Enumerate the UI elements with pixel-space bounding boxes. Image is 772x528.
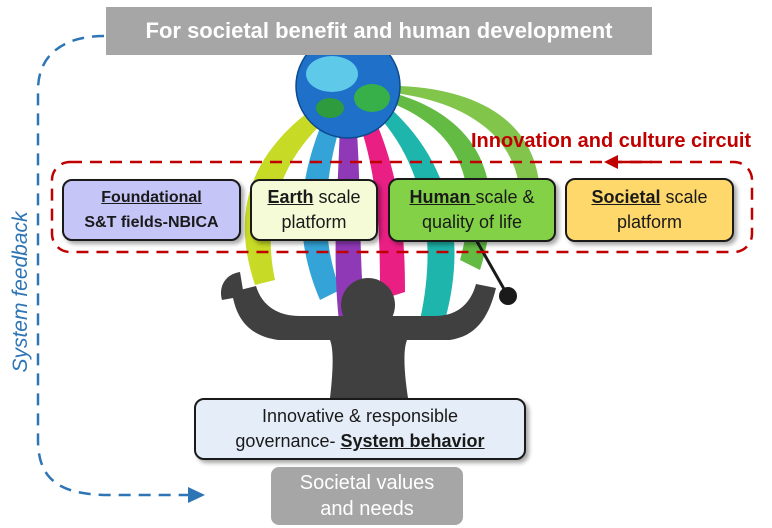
earth-title: Earth <box>267 187 314 207</box>
bottom-banner-line1: Societal values <box>299 472 435 494</box>
societal-box: Societal scale platform <box>565 178 734 242</box>
societal-subtitle: platform <box>616 212 683 232</box>
human-subtitle: quality of life <box>421 212 523 232</box>
human-box: Human scale & quality of life <box>388 178 556 242</box>
earth-box: Earth scale platform <box>250 179 378 241</box>
foundational-box: Foundational S&T fields-NBICA <box>62 179 241 241</box>
baton-icon <box>473 237 517 305</box>
feedback-label-text: System feedback <box>9 211 32 373</box>
globe-icon <box>295 33 401 139</box>
societal-title: Societal <box>591 187 661 207</box>
governance-line1: Innovative & responsible <box>261 406 459 426</box>
societal-title-rest: scale <box>660 187 708 207</box>
human-title-rest: scale & <box>475 187 535 207</box>
arrow-left-icon <box>604 155 618 169</box>
earth-title-rest: scale <box>313 187 361 207</box>
governance-prefix: governance- <box>235 431 341 451</box>
governance-box: Innovative & responsible governance- Sys… <box>194 398 526 460</box>
governance-title: System behavior <box>340 431 485 451</box>
bottom-banner-line2: and needs <box>320 498 414 520</box>
top-banner: For societal benefit and human developme… <box>106 7 652 55</box>
foundational-subtitle: S&T fields-NBICA <box>84 214 219 231</box>
foundational-title: Foundational <box>101 189 202 206</box>
feedback-arrow-path <box>36 34 190 497</box>
conductor-figure-icon <box>220 272 496 398</box>
innovation-circuit-loop <box>50 160 754 254</box>
bottom-banner: Societal values and needs <box>271 467 463 525</box>
circuit-label: Innovation and culture circuit <box>471 130 752 152</box>
earth-subtitle: platform <box>281 212 347 232</box>
human-title: Human <box>409 187 476 207</box>
arrow-right-icon <box>188 487 205 503</box>
